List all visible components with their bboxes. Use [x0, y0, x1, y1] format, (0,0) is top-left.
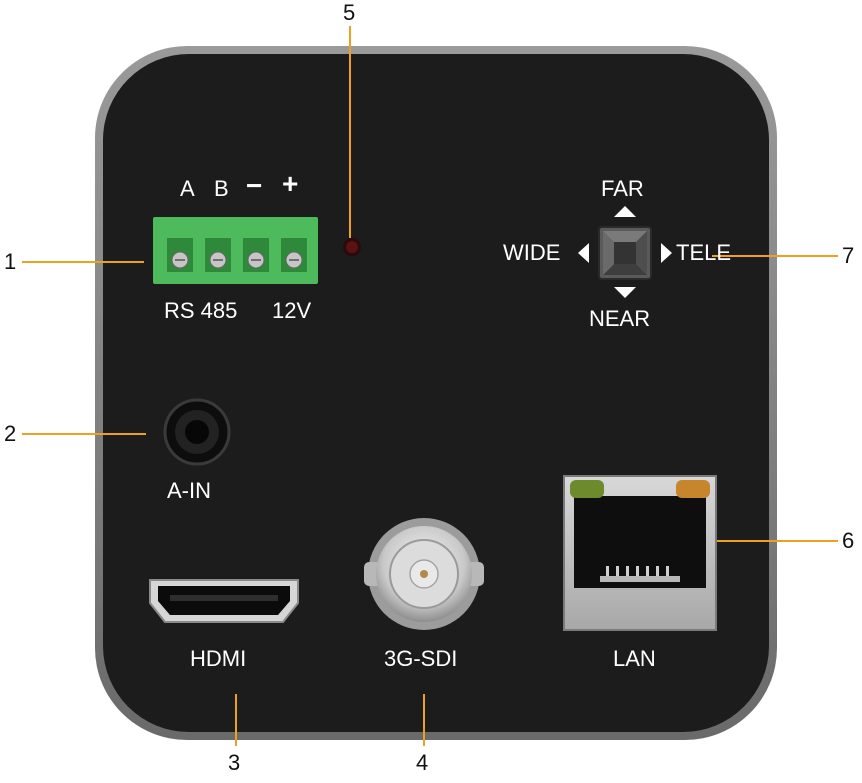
far-arrow-icon	[614, 206, 636, 217]
wide-label: WIDE	[503, 240, 561, 265]
callout-number-2: 2	[4, 421, 17, 446]
terminal-pin-a-label: A	[180, 176, 195, 201]
hdmi-port-icon	[149, 579, 299, 623]
tele-label: TELE	[676, 240, 732, 265]
callout-number-3: 3	[228, 750, 241, 775]
hdmi-label: HDMI	[190, 646, 247, 671]
lan-label: LAN	[613, 646, 656, 671]
terminal-pin-minus-label: −	[246, 170, 263, 201]
rj45-port-icon	[563, 475, 717, 631]
sdi-label: 3G-SDI	[384, 646, 458, 671]
audio-jack-icon	[163, 398, 231, 466]
near-arrow-icon	[614, 287, 636, 298]
callout-number-5: 5	[343, 0, 356, 25]
terminal-screws	[167, 238, 307, 272]
far-label: FAR	[601, 176, 644, 201]
callout-number-4: 4	[416, 750, 429, 775]
four-way-joystick-icon	[578, 206, 672, 298]
callout-number-6: 6	[842, 528, 855, 553]
terminal-block	[153, 217, 318, 284]
bnc-connector-icon	[364, 518, 484, 630]
near-label: NEAR	[589, 306, 651, 331]
terminal-pin-plus-label: +	[282, 168, 299, 199]
leader-lines	[22, 26, 838, 746]
terminal-pin-b-label: B	[214, 176, 229, 201]
tele-arrow-icon	[661, 243, 672, 263]
power-12v-label: 12V	[272, 298, 312, 323]
audio-in-label: A-IN	[167, 478, 211, 503]
status-led-icon	[343, 238, 361, 256]
callout-number-1: 1	[4, 249, 17, 274]
rs485-label: RS 485	[164, 298, 238, 323]
wide-arrow-icon	[578, 243, 589, 263]
callout-number-7: 7	[842, 243, 855, 268]
